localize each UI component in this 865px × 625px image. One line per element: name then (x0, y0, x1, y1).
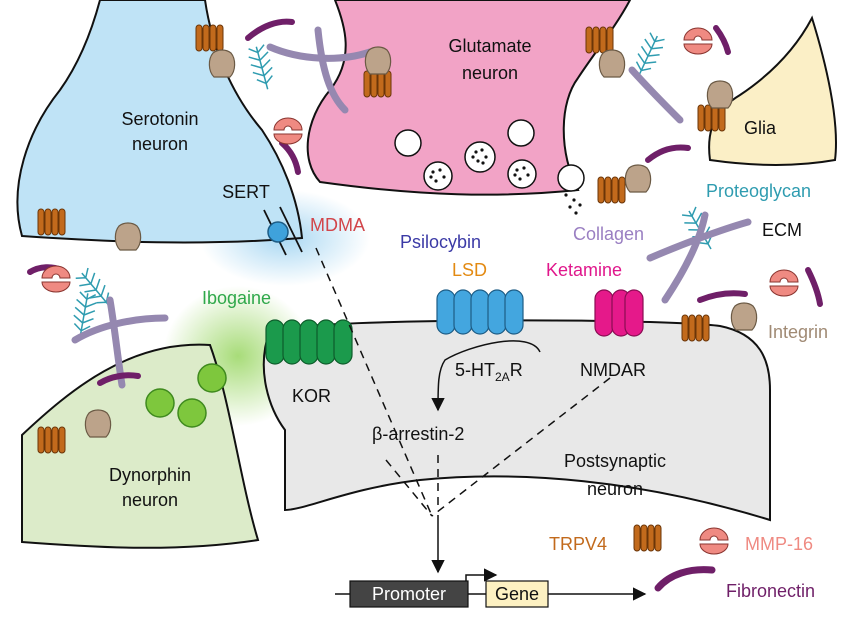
vesicle-empty (507, 119, 535, 147)
dynorphin-label-line2: neuron (122, 490, 178, 510)
sert-transporter (263, 206, 303, 256)
glia-label: Glia (744, 118, 777, 138)
collagen-fibers (71, 26, 752, 389)
sert-label: SERT (222, 182, 270, 202)
fibronectin-label: Fibronectin (726, 581, 815, 601)
postsynaptic-label-line2: neuron (587, 479, 643, 499)
proteoglycan-label: Proteoglycan (706, 181, 811, 201)
glia-cell-body (708, 15, 837, 166)
serotonin-label-line1: Serotonin (121, 109, 198, 129)
vesicle-empty (557, 164, 585, 192)
ht2a-label-sub: 2A (495, 370, 510, 384)
labels: Serotonin neuron SERT Glutamate neuron G… (109, 36, 828, 604)
vesicle-group (394, 119, 585, 192)
psilocybin-label: Psilocybin (400, 232, 481, 252)
collagen-label: Collagen (573, 224, 644, 244)
glutamate-label-line2: neuron (462, 63, 518, 83)
ecm-label: ECM (762, 220, 802, 240)
dynorphin-label-line1: Dynorphin (109, 465, 191, 485)
trpv4-legend-symbol (633, 524, 662, 552)
gene-box (485, 580, 549, 608)
postsynaptic-neuron-body (262, 319, 771, 522)
nmdar-receptor (594, 289, 644, 337)
mdma-label: MDMA (310, 215, 365, 235)
dynorphin-neuron-body (21, 343, 260, 549)
vesicle-filled (423, 161, 453, 191)
vesicle-filled (507, 159, 537, 189)
serotonin-neuron-body (16, 0, 304, 244)
fibronectin-legend-symbol (654, 566, 716, 592)
ketamine-label: Ketamine (546, 260, 622, 280)
dynorphin-vesicles (145, 363, 227, 428)
mmp16-legend-symbol (699, 527, 729, 555)
promoter-label: Promoter (372, 584, 446, 604)
kor-receptor (265, 319, 353, 365)
lsd-label: LSD (452, 260, 487, 280)
integrin-label: Integrin (768, 322, 828, 342)
ht2a-label-main: 5-HT (455, 360, 495, 380)
nmdar-label: NMDAR (580, 360, 646, 380)
neurotransmitter-dots (429, 148, 582, 215)
postsynaptic-label-line1: Postsynaptic (564, 451, 666, 471)
promoter-box (349, 580, 469, 608)
ht2a-receptor (436, 289, 524, 335)
kor-label: KOR (292, 386, 331, 406)
glutamate-label-line1: Glutamate (448, 36, 531, 56)
vesicle-empty (394, 129, 422, 157)
ibogaine-label: Ibogaine (202, 288, 271, 308)
serotonin-label-line2: neuron (132, 134, 188, 154)
vesicle-filled (464, 141, 496, 173)
arrestin-label: β-arrestin-2 (372, 424, 464, 444)
gene-label: Gene (495, 584, 539, 604)
ht2a-label-tail: R (510, 360, 523, 380)
ht2a-label: 5-HT2AR (455, 360, 523, 384)
trpv4-label: TRPV4 (549, 534, 607, 554)
mmp16-label: MMP-16 (745, 534, 813, 554)
